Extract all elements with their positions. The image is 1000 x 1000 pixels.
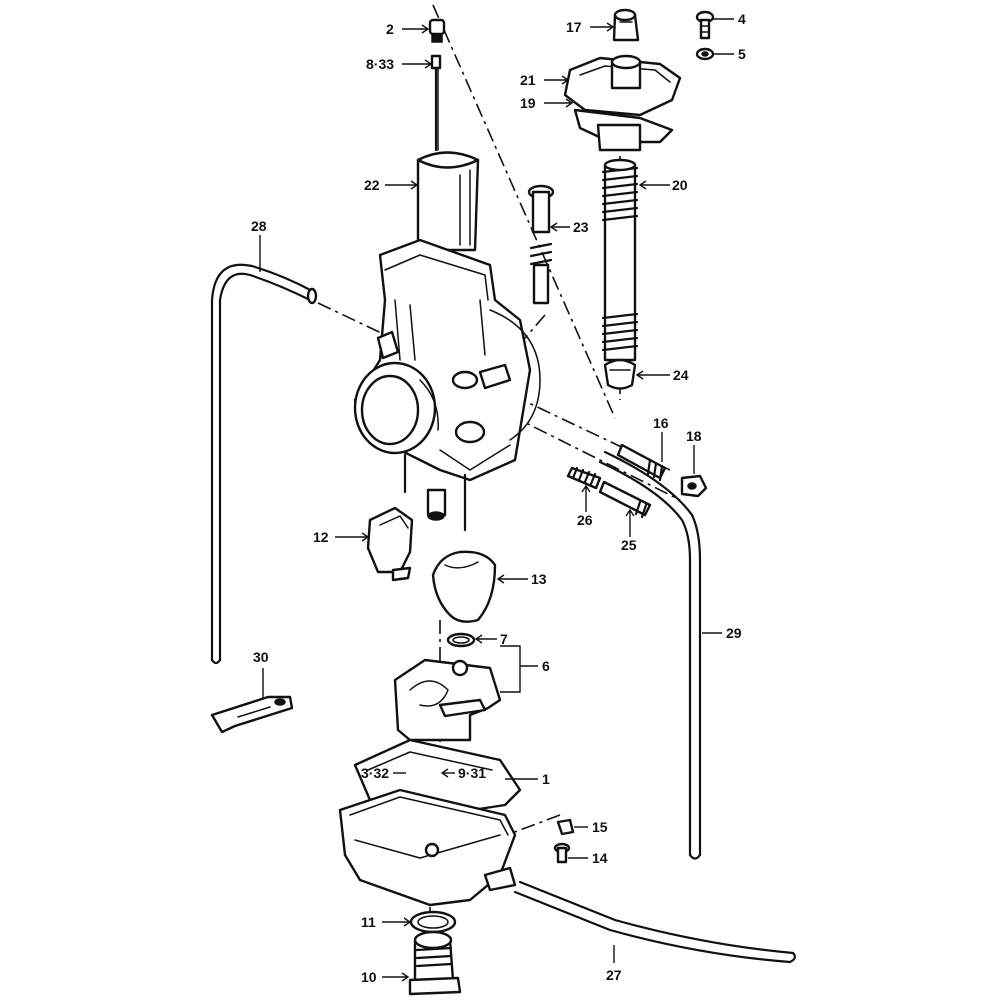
callout-5: 5 <box>738 46 746 62</box>
callout-labels: 2 8·33 22 28 17 4 5 21 19 20 23 24 16 18… <box>251 11 746 985</box>
part-20-spring <box>601 158 639 362</box>
callout-12: 12 <box>313 529 329 545</box>
callout-15: 15 <box>592 819 608 835</box>
callout-18: 18 <box>686 428 702 444</box>
part-25-screw <box>598 480 652 519</box>
part-23-air-screw <box>527 184 555 305</box>
callout-16: 16 <box>653 415 669 431</box>
callout-11: 11 <box>361 914 376 930</box>
part-28-vent-hose <box>210 263 318 665</box>
part-18-nut <box>680 474 708 498</box>
part-2-nut <box>428 18 446 43</box>
part-22-throttle-slide <box>416 151 480 252</box>
callout-23: 23 <box>573 219 589 235</box>
callout-2: 2 <box>386 21 394 37</box>
part-7-o-ring <box>446 632 476 648</box>
callout-10: 10 <box>361 969 377 985</box>
carburetor-body <box>353 238 541 532</box>
part-16-idle-screw <box>616 443 667 482</box>
callout-27: 27 <box>606 967 622 983</box>
part-17-cap <box>612 8 640 42</box>
callout-7: 7 <box>500 631 508 647</box>
callout-21: 21 <box>520 72 536 88</box>
part-29-vent-hose <box>598 450 702 860</box>
part-1-float-bowl <box>338 738 522 907</box>
callout-9-31: 9·31 <box>458 765 486 781</box>
callout-29: 29 <box>726 625 742 641</box>
part-15-nut <box>556 818 575 836</box>
part-21-top-cap <box>563 54 682 117</box>
part-12-holder <box>366 506 414 582</box>
callout-1: 1 <box>542 771 550 787</box>
callout-25: 25 <box>621 537 637 553</box>
callout-20: 20 <box>672 177 688 193</box>
part-26-spring <box>566 466 602 490</box>
callout-30: 30 <box>253 649 269 665</box>
callout-13: 13 <box>531 571 547 587</box>
callout-8-33: 8·33 <box>366 56 394 72</box>
part-5-washer <box>695 47 715 61</box>
part-27-overflow-hose <box>513 880 797 964</box>
part-8-33-needle <box>430 54 442 152</box>
callout-19: 19 <box>520 95 536 111</box>
callout-26: 26 <box>577 512 593 528</box>
callout-28: 28 <box>251 218 267 234</box>
callout-14: 14 <box>592 850 608 866</box>
part-6-float <box>393 658 502 742</box>
callout-17: 17 <box>566 19 582 35</box>
part-14-screw <box>553 842 571 864</box>
callout-4: 4 <box>738 11 746 27</box>
part-30-bracket <box>210 695 294 734</box>
part-24-clip <box>603 358 637 390</box>
callout-24: 24 <box>673 367 689 383</box>
part-19-gasket <box>573 108 674 152</box>
leader-lines <box>259 18 734 982</box>
part-13-cover <box>431 550 497 623</box>
part-11-gasket <box>409 910 457 934</box>
part-4-screw <box>695 10 715 40</box>
part-10-drain-plug <box>408 930 462 996</box>
callout-6: 6 <box>542 658 550 674</box>
callout-3-32: 3·32 <box>361 765 389 781</box>
callout-22: 22 <box>364 177 380 193</box>
